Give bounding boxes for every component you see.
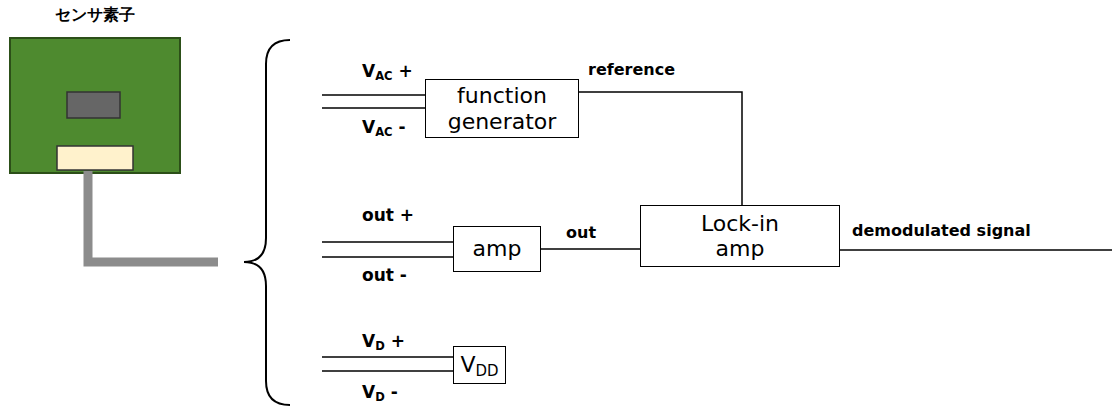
output-label: demodulated signal xyxy=(852,221,1031,240)
wire xyxy=(322,370,453,372)
signal-name: VD - xyxy=(362,382,398,402)
signal-name: VAC - xyxy=(362,117,406,137)
wire xyxy=(322,241,453,243)
sensor-board xyxy=(10,38,180,173)
signal-name: VD + xyxy=(362,331,405,351)
sensor-element: センサ素子 xyxy=(10,38,180,173)
connector xyxy=(541,248,640,250)
sensor-chip xyxy=(67,92,120,118)
box-label: VDD xyxy=(460,352,498,377)
box-label: Lock-in amp xyxy=(685,211,795,262)
vdd-box: VDD xyxy=(453,346,506,384)
connector-pad xyxy=(57,146,133,170)
box-label: amp xyxy=(473,236,522,261)
wire xyxy=(322,256,453,258)
signal-name: out - xyxy=(362,265,407,285)
sensor-title: センサ素子 xyxy=(10,5,180,26)
function-generator-box: function generator xyxy=(425,79,579,138)
curly-brace xyxy=(244,40,290,405)
connector xyxy=(579,92,742,205)
wire xyxy=(322,94,425,96)
edge-label: reference xyxy=(588,60,675,79)
edge-label: out xyxy=(566,223,596,242)
wire xyxy=(322,356,453,358)
signal-name: out + xyxy=(362,205,414,225)
signal-name: VAC + xyxy=(362,61,413,81)
cable xyxy=(88,171,218,262)
box-label: function generator xyxy=(432,83,572,134)
wire xyxy=(322,107,425,109)
lockin-amp-box: Lock-in amp xyxy=(640,205,840,267)
amp-box: amp xyxy=(453,226,541,272)
output-wire xyxy=(840,249,1112,251)
